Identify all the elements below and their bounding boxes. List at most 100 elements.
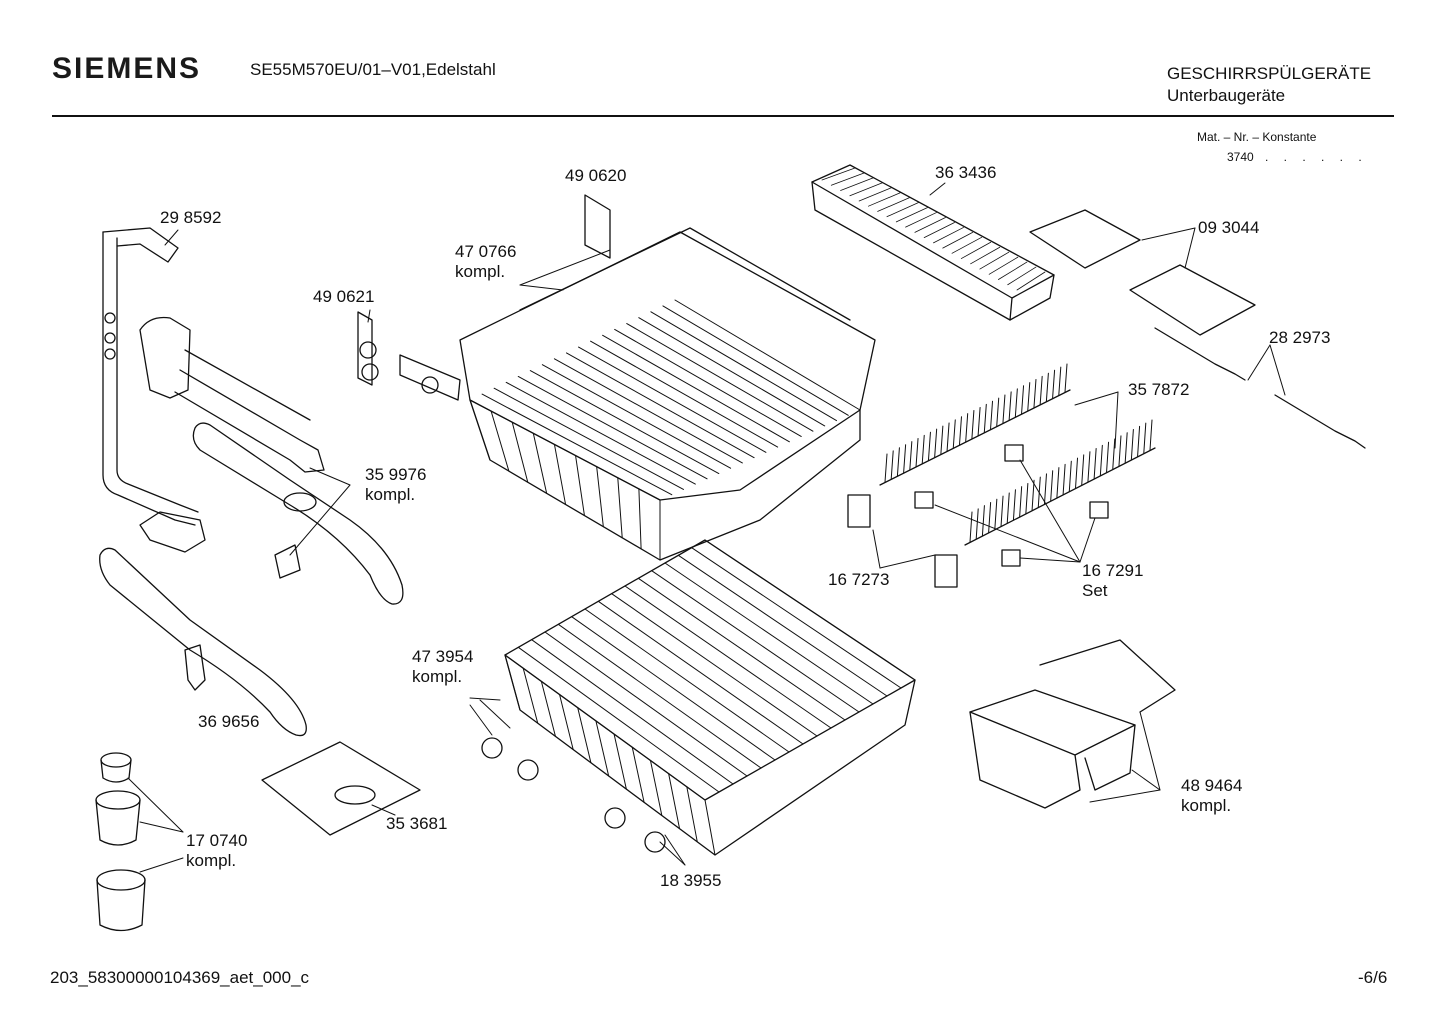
wire-line	[1034, 380, 1036, 408]
wire-line	[1008, 267, 1036, 285]
upper-spray-arm-pipe-drawing	[140, 318, 324, 473]
upper-basket-drawing	[460, 228, 875, 560]
wire-line	[1094, 449, 1096, 479]
wire-line	[598, 601, 803, 744]
wire-line	[947, 423, 949, 451]
wire-line	[991, 401, 993, 429]
wire-line	[989, 502, 991, 532]
wire-line	[982, 506, 984, 536]
wire-line	[972, 411, 974, 439]
wire-line	[678, 555, 887, 696]
wire-line	[615, 329, 801, 436]
mat-number-value: 3740	[1227, 150, 1254, 164]
wire-line	[505, 655, 520, 710]
wire-line	[554, 359, 742, 463]
wire-line	[518, 647, 719, 792]
wire-line	[558, 624, 761, 768]
wire-line	[675, 300, 860, 410]
wire-line	[545, 632, 747, 776]
wire-line	[1065, 364, 1067, 392]
part-note: kompl.	[455, 262, 506, 281]
wire-line	[687, 787, 697, 842]
cup-shelves-drawing	[1030, 210, 1255, 335]
wire-line	[1082, 455, 1084, 485]
basket-rail-bracket-drawing	[358, 195, 610, 400]
wire-line	[953, 420, 955, 448]
wire-line	[1144, 423, 1146, 453]
part-note: kompl.	[1181, 796, 1232, 815]
part-note: kompl.	[365, 485, 416, 504]
wire-line	[585, 609, 789, 752]
wire-line	[1015, 389, 1017, 417]
part-label-490620: 49 0620	[565, 166, 626, 186]
wire-line	[998, 262, 1026, 279]
wire-line	[1053, 370, 1055, 398]
model-designation: SE55M570EU/01–V01,Edelstahl	[250, 60, 496, 79]
wire-line	[560, 695, 574, 750]
wire-line	[639, 489, 641, 549]
wire-line	[639, 318, 825, 426]
part-label-167291: 16 7291 Set	[1082, 561, 1143, 601]
part-label-363436: 36 3436	[935, 163, 996, 183]
small-clips-drawing	[848, 445, 1108, 587]
wire-line	[663, 306, 848, 415]
wire-line	[959, 417, 961, 445]
part-label-490621: 49 0621	[313, 287, 374, 307]
wire-line	[980, 252, 1009, 269]
part-number: 17 0740	[186, 831, 248, 850]
wire-line	[650, 760, 661, 815]
wire-line	[997, 398, 999, 426]
part-number: 48 9464	[1181, 776, 1243, 795]
wire-line	[603, 335, 790, 441]
mat-number-dots: . . . . . .	[1265, 150, 1368, 164]
part-label-093044: 09 3044	[1198, 218, 1259, 238]
wire-line	[494, 388, 683, 489]
wire-line	[1032, 480, 1034, 510]
wire-line	[597, 467, 604, 527]
wire-line	[922, 435, 924, 463]
lower-spray-arm-drawing	[100, 548, 307, 735]
wire-line	[952, 237, 982, 253]
wire-line	[868, 193, 900, 206]
wire-line	[506, 382, 695, 484]
wire-line	[1150, 420, 1152, 450]
part-label-369656: 36 9656	[198, 712, 259, 732]
wire-line	[541, 681, 555, 736]
wire-line	[1131, 430, 1133, 460]
tine-rows-drawing	[880, 364, 1155, 545]
wire-line	[887, 203, 918, 217]
wire-line	[627, 324, 813, 432]
cutlery-tray-drawing	[812, 165, 1054, 320]
wire-line	[1040, 376, 1042, 404]
part-note: kompl.	[412, 667, 463, 686]
part-label-470766: 47 0766 kompl.	[455, 242, 516, 282]
wire-line	[505, 655, 705, 800]
part-label-357872: 35 7872	[1128, 380, 1189, 400]
wire-line	[896, 208, 927, 222]
wire-line	[470, 400, 490, 460]
wire-line	[916, 438, 918, 466]
wire-line	[638, 578, 845, 720]
wire-line	[989, 257, 1018, 274]
wire-line	[1113, 439, 1115, 469]
part-label-167273: 16 7273	[828, 570, 889, 590]
wire-line	[885, 454, 887, 482]
wire-line	[1069, 461, 1071, 491]
wire-line	[491, 411, 509, 471]
wire-line	[1051, 471, 1053, 501]
mat-number-label: Mat. – Nr. – Konstante	[1197, 130, 1317, 144]
wire-line	[618, 478, 622, 538]
wire-line	[591, 341, 778, 447]
wire-line	[904, 445, 906, 473]
wire-line	[705, 800, 715, 855]
wire-line	[1046, 373, 1048, 401]
wire-line	[523, 668, 538, 723]
wire-line	[566, 353, 754, 458]
wire-line	[1026, 483, 1028, 513]
part-label-170740: 17 0740 kompl.	[186, 831, 247, 871]
wire-line	[1028, 383, 1030, 411]
part-number: 16 7273	[828, 570, 890, 589]
part-number: 36 9656	[198, 712, 260, 731]
wire-line	[652, 571, 859, 712]
part-label-359976: 35 9976 kompl.	[365, 465, 426, 505]
